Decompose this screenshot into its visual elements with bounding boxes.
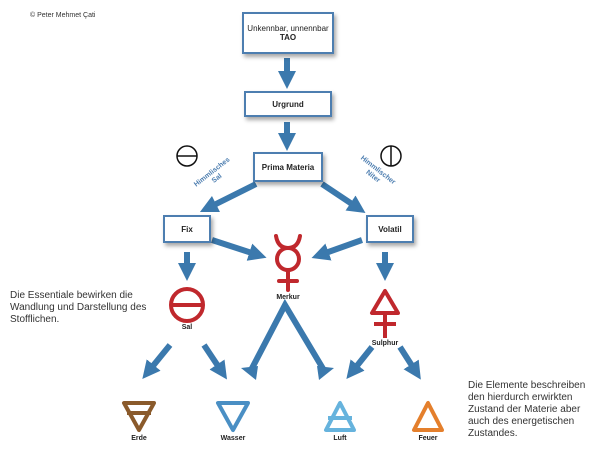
luft-icon <box>324 401 356 432</box>
node-tao: Unkennbar, unnennbar TAO <box>242 12 334 54</box>
label-merkur: Merkur <box>276 294 300 301</box>
node-urgrund-label: Urgrund <box>272 99 304 109</box>
arrow-volatil-merkur <box>311 237 364 261</box>
arrow-sal-erde <box>142 343 173 379</box>
node-fix: Fix <box>163 215 211 243</box>
label-feuer: Feuer <box>418 435 438 442</box>
node-volatil: Volatil <box>366 215 414 243</box>
arrow-merkur-chevron <box>247 298 328 374</box>
node-prima-materia: Prima Materia <box>253 152 323 182</box>
label-luft: Luft <box>333 435 347 442</box>
arrow-prima-volatil <box>320 181 366 213</box>
note-left-line1: Die Essentiale bewirken die <box>10 290 133 301</box>
erde-icon <box>122 401 156 432</box>
note-right-line1: Die Elemente beschreiben <box>468 380 586 391</box>
note-right-line3: Zustand der Materie aber <box>468 404 581 415</box>
wasser-icon <box>216 401 250 432</box>
note-left-line3: Stofflichen. <box>10 314 60 325</box>
arrow-prima-fix <box>199 181 258 213</box>
feuer-icon <box>412 401 444 432</box>
arrow-sal-wasser <box>201 343 227 380</box>
sal-icon <box>169 287 205 323</box>
circle-minus-icon <box>176 145 198 167</box>
node-urgrund: Urgrund <box>244 91 332 117</box>
node-volatil-label: Volatil <box>378 224 402 234</box>
note-right-line5: Zustandes. <box>468 428 518 439</box>
arrow-sulphur-feuer <box>397 345 421 380</box>
label-sulphur: Sulphur <box>371 340 399 347</box>
label-sal: Sal <box>181 324 193 331</box>
node-prima-label: Prima Materia <box>261 162 315 172</box>
arrow-merkur-wasser-head <box>241 366 258 380</box>
node-tao-line2: TAO <box>279 33 297 42</box>
copyright-text: © Peter Mehmet Çati <box>30 12 96 19</box>
note-right-line4: auch des energetischen <box>468 416 575 427</box>
note-right-line2: den hierdurch erwirkten <box>468 392 573 403</box>
arrow-merkur-luft-head <box>317 366 334 380</box>
note-left: Die Essentiale bewirken die Wandlung und… <box>10 290 160 326</box>
note-left-line2: Wandlung und Darstellung des <box>10 302 147 313</box>
note-right: Die Elemente beschreiben den hierdurch e… <box>468 380 608 440</box>
label-wasser: Wasser <box>220 435 246 442</box>
arrow-fix-merkur <box>211 237 267 261</box>
node-fix-label: Fix <box>181 224 193 234</box>
merkur-icon <box>274 234 302 292</box>
node-tao-line1: Unkennbar, unnennbar <box>247 24 329 33</box>
sulphur-icon <box>370 289 400 338</box>
circle-vertical-icon <box>380 145 402 167</box>
arrow-sulphur-luft <box>346 345 375 380</box>
label-erde: Erde <box>131 435 147 442</box>
